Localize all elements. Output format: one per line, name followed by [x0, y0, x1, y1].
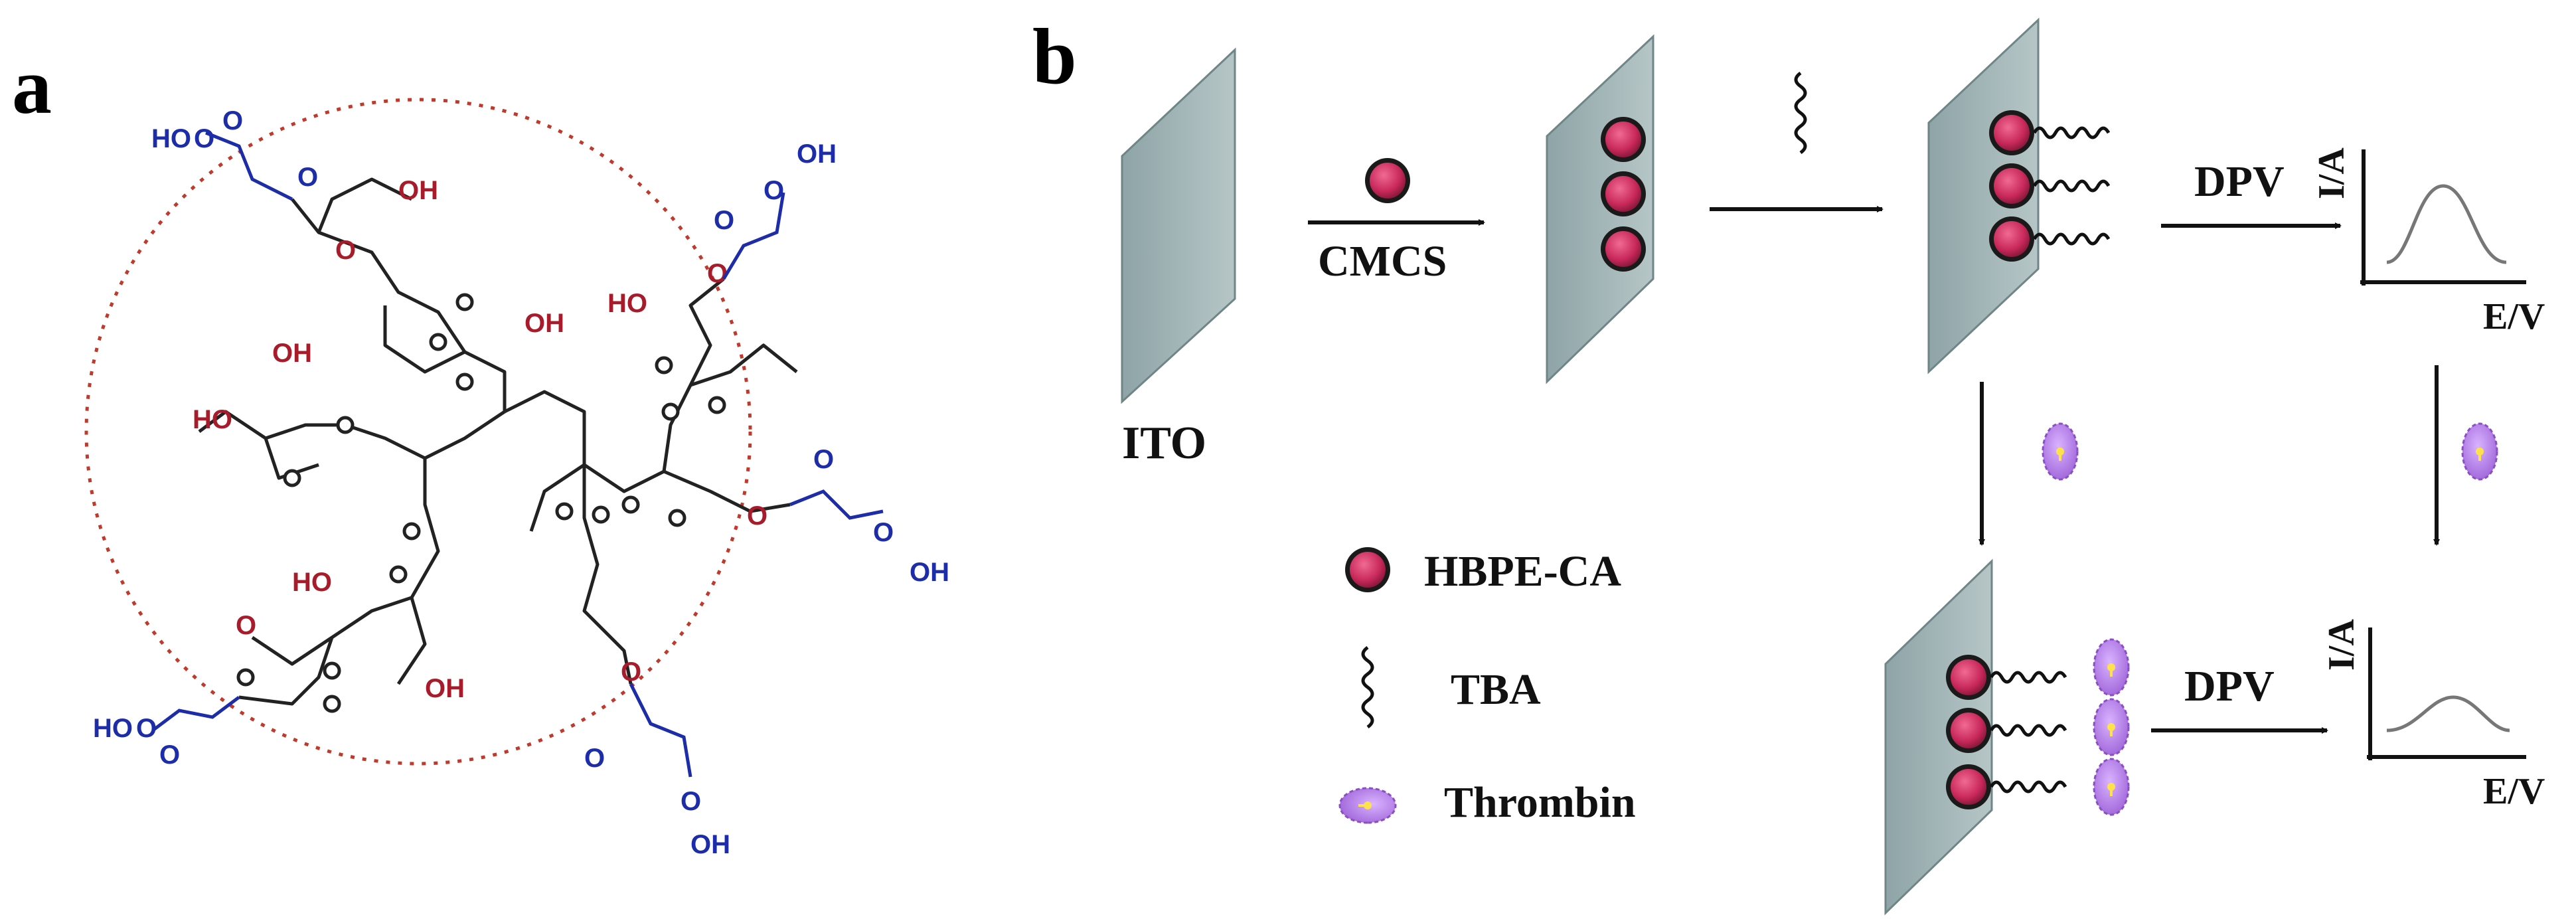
cmcs-particle-icon: [1365, 158, 1410, 203]
electrode-with-thrombin: [1884, 558, 2130, 916]
y-axis-label-top: I/A: [2311, 147, 2352, 199]
ito-electrode: [1121, 47, 1236, 404]
svg-text:HO: HO: [607, 289, 647, 318]
svg-text:HO: HO: [93, 714, 133, 743]
svg-text:HO: HO: [292, 568, 332, 597]
svg-text:O: O: [159, 740, 180, 770]
svg-text:O: O: [136, 714, 157, 743]
svg-text:O: O: [335, 236, 356, 265]
svg-text:O: O: [194, 124, 214, 153]
x-axis-label-top: E/V: [2483, 296, 2545, 337]
molecule-structure: OH OH OH HO HO HO OH O O O O O HO O O: [84, 98, 949, 859]
legend: HBPE-CA TBA Thrombin: [1338, 547, 1636, 827]
dpv-label-bottom: DPV: [2184, 662, 2275, 710]
svg-text:OH: OH: [690, 830, 730, 859]
aptamer-icon: [1796, 73, 1805, 153]
svg-text:O: O: [236, 611, 256, 640]
svg-text:OH: OH: [910, 558, 949, 587]
legend-thrombin: Thrombin: [1444, 778, 1636, 827]
svg-text:OH: OH: [398, 176, 438, 205]
svg-text:O: O: [714, 206, 734, 235]
svg-text:OH: OH: [524, 309, 564, 338]
y-axis-label-bottom: I/A: [2321, 619, 2362, 671]
panel-label-b: b: [1032, 12, 1077, 100]
dpv-label-top: DPV: [2194, 157, 2285, 206]
svg-text:O: O: [747, 501, 767, 531]
legend-hbpe-ca: HBPE-CA: [1424, 547, 1621, 596]
x-axis-label-bottom: E/V: [2483, 771, 2545, 812]
electrode-with-aptamer: [1927, 17, 2109, 375]
svg-text:O: O: [681, 787, 701, 816]
panel-label-a: a: [12, 42, 52, 130]
svg-text:HO: HO: [151, 124, 191, 153]
svg-text:O: O: [707, 259, 728, 288]
svg-text:O: O: [297, 163, 318, 192]
legend-tba: TBA: [1451, 665, 1541, 714]
carboxylic-acid-groups: HO O O O OH O O O O OH HO O O O O OH: [93, 106, 949, 859]
svg-text:OH: OH: [797, 139, 837, 169]
svg-text:O: O: [813, 445, 834, 474]
svg-text:OH: OH: [425, 674, 465, 703]
hydroxyl-groups: OH OH OH HO HO HO OH: [193, 176, 647, 703]
svg-text:HO: HO: [193, 405, 232, 434]
svg-text:O: O: [873, 518, 894, 547]
electrode-with-particles: [1546, 34, 1654, 384]
svg-text:O: O: [621, 657, 641, 687]
dpv-plot-high: [2360, 149, 2526, 286]
dpv-plot-low: [2367, 627, 2526, 760]
svg-text:O: O: [764, 176, 784, 205]
cmcs-label: CMCS: [1318, 237, 1447, 286]
dendrimer-boundary: [84, 98, 752, 766]
svg-text:O: O: [584, 744, 605, 773]
ito-label: ITO: [1122, 418, 1206, 469]
svg-text:O: O: [222, 106, 243, 135]
svg-text:OH: OH: [272, 339, 312, 368]
